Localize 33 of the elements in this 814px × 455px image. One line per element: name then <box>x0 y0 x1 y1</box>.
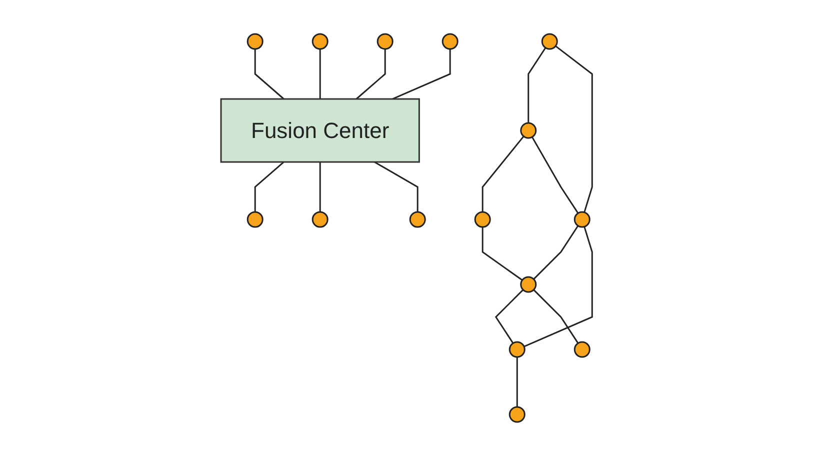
connector <box>482 226 524 280</box>
node-circle <box>474 210 492 228</box>
connector <box>320 48 322 98</box>
connector <box>534 224 580 280</box>
node-circle <box>312 32 329 50</box>
node-box: Fusion Center <box>220 98 420 162</box>
connector <box>516 356 518 406</box>
node-circle <box>247 210 264 228</box>
node-circle <box>410 210 426 228</box>
node-circle <box>247 32 264 50</box>
node-circle <box>542 32 558 50</box>
node-circle <box>520 122 538 138</box>
connector <box>482 135 525 212</box>
connector <box>320 162 322 212</box>
node-circle <box>574 340 591 358</box>
connector <box>528 46 547 122</box>
node-circle <box>442 32 459 50</box>
node-circle <box>377 32 394 50</box>
connector <box>392 48 452 100</box>
connector <box>356 48 386 100</box>
node-circle <box>574 210 591 228</box>
connector <box>495 288 524 344</box>
connector <box>532 136 580 214</box>
node-circle <box>520 276 538 292</box>
connector <box>524 226 594 347</box>
connector <box>374 160 419 212</box>
node-circle <box>509 340 526 358</box>
connector <box>254 48 285 100</box>
connector <box>534 288 580 344</box>
node-circle <box>509 406 526 422</box>
connector <box>556 44 594 212</box>
node-circle <box>312 210 329 228</box>
connector <box>254 160 285 212</box>
